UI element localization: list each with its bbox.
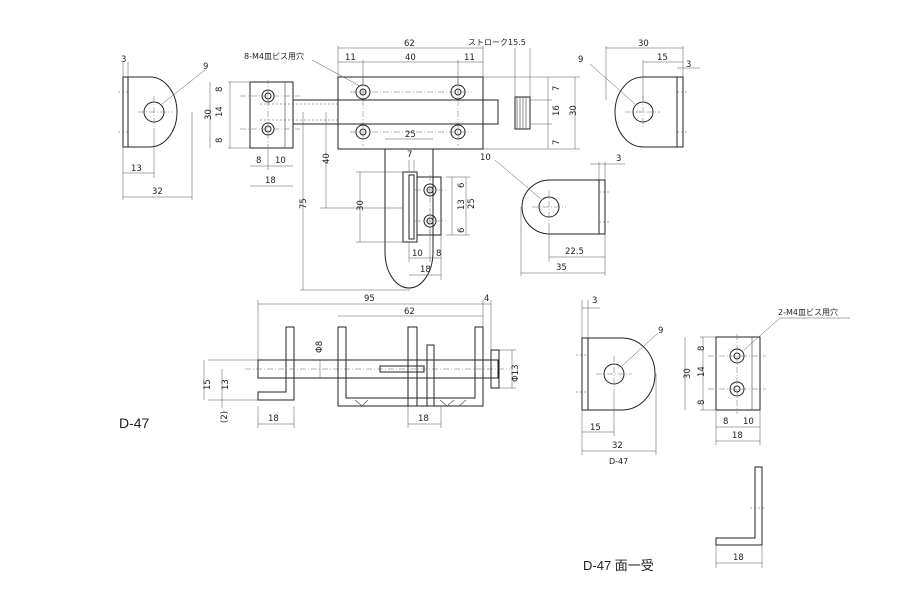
svg-text:13: 13 xyxy=(457,199,467,210)
svg-text:9: 9 xyxy=(578,55,583,65)
main-body-top-view: 62 11 40 11 8-M4皿ビス用穴 ストローク15.5 7 16 7 3… xyxy=(244,38,580,150)
svg-text:10: 10 xyxy=(412,249,423,259)
svg-text:18: 18 xyxy=(265,176,276,186)
svg-text:8: 8 xyxy=(697,400,707,405)
svg-text:8: 8 xyxy=(215,87,225,92)
svg-text:40: 40 xyxy=(405,53,416,63)
svg-text:18: 18 xyxy=(732,431,743,441)
middle-right-side-view: 3 10 22.5 35 xyxy=(480,153,625,276)
svg-text:30: 30 xyxy=(204,109,214,120)
svg-text:62: 62 xyxy=(404,307,415,317)
svg-text:22.5: 22.5 xyxy=(565,247,584,257)
svg-text:14: 14 xyxy=(697,366,707,377)
svg-text:18: 18 xyxy=(733,553,744,563)
svg-text:9: 9 xyxy=(203,62,208,72)
svg-text:3: 3 xyxy=(686,60,691,70)
svg-text:6: 6 xyxy=(457,183,467,188)
svg-text:8: 8 xyxy=(723,417,728,427)
svg-text:8: 8 xyxy=(697,346,707,351)
svg-text:16: 16 xyxy=(552,105,562,116)
svg-text:13: 13 xyxy=(131,164,142,174)
svg-text:30: 30 xyxy=(569,105,579,116)
svg-text:8: 8 xyxy=(256,156,261,166)
left-side-view: 3 9 13 32 xyxy=(118,55,208,200)
svg-text:25: 25 xyxy=(467,198,477,209)
svg-text:18: 18 xyxy=(418,414,429,424)
svg-text:7: 7 xyxy=(552,140,562,145)
svg-text:18: 18 xyxy=(420,265,431,275)
svg-text:32: 32 xyxy=(152,187,163,197)
main-model-label: D-47 xyxy=(119,415,150,431)
svg-text:40: 40 xyxy=(322,153,332,164)
receiver-front-block: 2-M4皿ビス用穴 8 14 8 30 8 10 18 xyxy=(683,307,850,445)
svg-text:3: 3 xyxy=(592,296,597,306)
svg-text:(2): (2) xyxy=(220,411,230,423)
arm-and-strike: 25 7 30 6 13 6 25 10 8 18 40 xyxy=(299,112,477,291)
svg-text:3: 3 xyxy=(616,154,621,164)
svg-text:25: 25 xyxy=(405,130,416,140)
svg-text:4: 4 xyxy=(484,294,489,304)
main-front-view: 95 4 62 Φ8 Φ13 13 15 (2) 18 18 xyxy=(203,294,521,428)
screw-note-receiver: 2-M4皿ビス用穴 xyxy=(778,307,838,317)
svg-text:7: 7 xyxy=(407,150,412,160)
flush-receiver-view: 18 xyxy=(715,466,766,568)
dim-3-left: 3 xyxy=(121,55,126,65)
svg-text:11: 11 xyxy=(345,53,356,63)
svg-text:7: 7 xyxy=(552,86,562,91)
svg-text:18: 18 xyxy=(268,414,279,424)
receiver-block-front: 8 14 8 30 8 10 18 xyxy=(204,80,300,187)
svg-text:35: 35 xyxy=(556,263,567,273)
svg-text:10: 10 xyxy=(275,156,286,166)
svg-text:9: 9 xyxy=(658,326,663,336)
svg-text:8: 8 xyxy=(436,249,441,259)
receiver-side-view: 3 9 15 32 D-47 xyxy=(576,296,663,466)
screw-note-main: 8-M4皿ビス用穴 xyxy=(244,51,304,61)
svg-text:30: 30 xyxy=(638,39,649,49)
right-side-view: 30 15 3 9 xyxy=(578,39,700,148)
svg-text:75: 75 xyxy=(299,198,309,209)
svg-text:15: 15 xyxy=(657,53,668,63)
svg-text:62: 62 xyxy=(404,39,415,49)
svg-text:14: 14 xyxy=(215,106,225,117)
svg-text:95: 95 xyxy=(364,294,375,304)
svg-text:15: 15 xyxy=(590,423,601,433)
svg-text:6: 6 xyxy=(457,228,467,233)
stroke-note: ストローク15.5 xyxy=(468,38,526,47)
receiver-variant-label: D-47 面一受 xyxy=(583,558,654,573)
svg-text:8: 8 xyxy=(215,138,225,143)
svg-text:13: 13 xyxy=(221,379,231,390)
svg-text:10: 10 xyxy=(480,153,491,163)
svg-text:10: 10 xyxy=(743,417,754,427)
svg-text:Φ13: Φ13 xyxy=(511,364,521,382)
svg-text:Φ8: Φ8 xyxy=(315,341,325,353)
svg-text:30: 30 xyxy=(356,200,366,211)
receiver-model-label: D-47 xyxy=(609,457,628,466)
svg-text:32: 32 xyxy=(612,441,623,451)
svg-text:11: 11 xyxy=(464,53,475,63)
svg-text:15: 15 xyxy=(203,379,213,390)
svg-text:30: 30 xyxy=(683,368,693,379)
